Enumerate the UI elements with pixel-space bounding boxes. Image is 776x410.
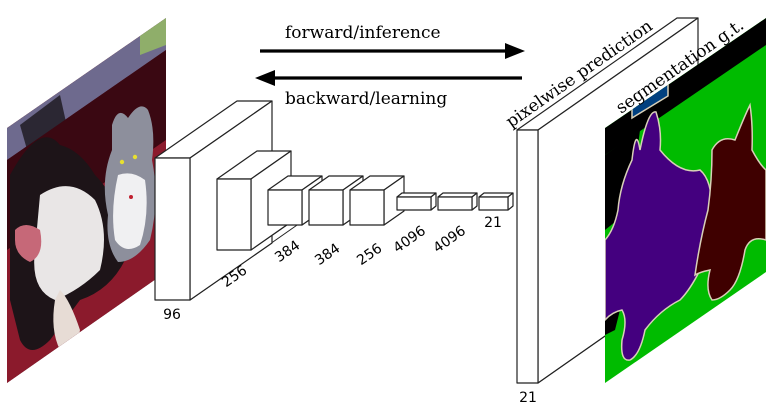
layer-label-conv4: 384 bbox=[312, 240, 343, 268]
backward-label: backward/learning bbox=[285, 89, 447, 109]
layer-label-conv5: 256 bbox=[354, 240, 385, 268]
layer-conv5: 256 bbox=[349, 175, 405, 269]
layer-front-face bbox=[478, 196, 509, 211]
layer-label-conv3: 384 bbox=[272, 237, 303, 265]
prediction-depth-label: 21 bbox=[519, 390, 537, 406]
layer-label-fc7: 4096 bbox=[431, 223, 469, 257]
layer-label-score: 21 bbox=[484, 215, 502, 231]
layer-front-face bbox=[154, 157, 191, 301]
layer-front-face bbox=[437, 196, 473, 211]
layer-label-fc6: 4096 bbox=[391, 223, 429, 257]
backward-arrow bbox=[255, 70, 522, 86]
forward-label: forward/inference bbox=[285, 23, 441, 43]
layer-front-face bbox=[216, 178, 252, 251]
layer-fc7: 4096 bbox=[431, 192, 478, 257]
layer-front-face bbox=[267, 189, 303, 226]
forward-arrow bbox=[260, 43, 525, 59]
layer-score: 21 bbox=[478, 192, 514, 231]
layer-label-conv1: 96 bbox=[163, 307, 181, 323]
input-image bbox=[7, 18, 166, 383]
layer-fc6: 4096 bbox=[391, 192, 437, 257]
layer-front-face bbox=[308, 189, 344, 226]
layer-front-face bbox=[396, 196, 432, 211]
layer-front-face bbox=[349, 189, 385, 226]
prediction-connector bbox=[537, 335, 606, 384]
